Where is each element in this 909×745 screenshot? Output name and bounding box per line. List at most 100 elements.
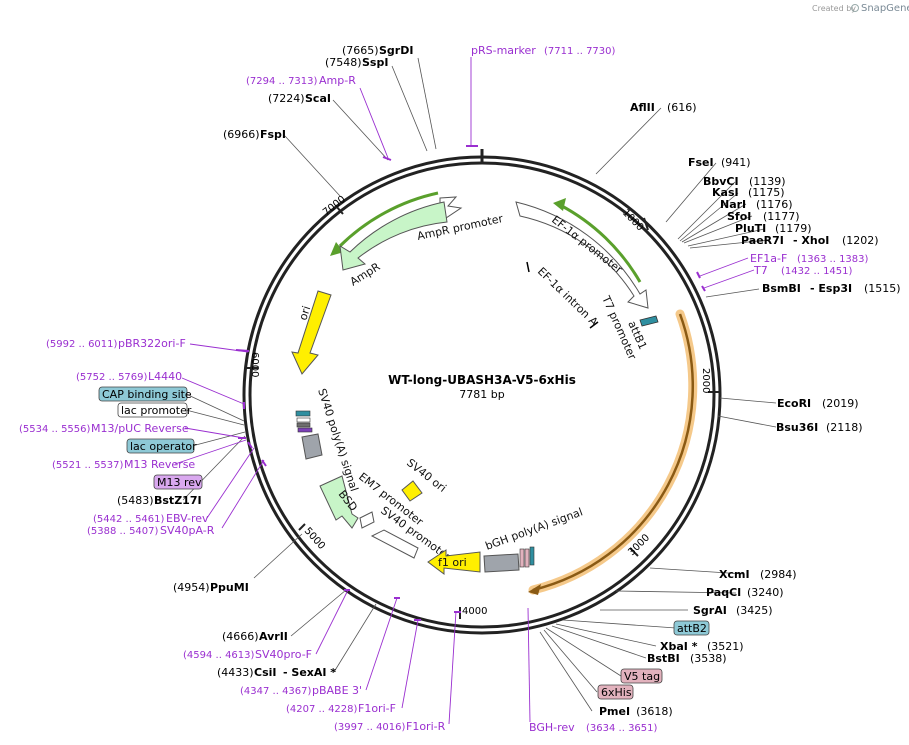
- svg-text:M13 Reverse: M13 Reverse: [124, 458, 195, 471]
- insert-arc-core: [532, 313, 694, 592]
- primer-amp-r: (7294 .. 7313) Amp-R: [246, 74, 356, 87]
- svg-text:SV40pro-F: SV40pro-F: [255, 648, 312, 661]
- svg-text:BstBI: BstBI: [647, 652, 680, 665]
- svg-text:lac operator: lac operator: [130, 440, 197, 453]
- insert-arc: [528, 309, 698, 595]
- site-fspi: (6966) FspI: [223, 128, 286, 141]
- svg-text:EF1a-F: EF1a-F: [750, 252, 787, 265]
- svg-text:(4207 .. 4228): (4207 .. 4228): [286, 704, 358, 715]
- primer-prs-marker: pRS-marker (7711 .. 7730): [471, 44, 616, 57]
- tick-5000: 5000: [298, 523, 327, 552]
- site-sspi: (7548) SspI: [325, 56, 388, 69]
- sv40-ori-box: [401, 480, 423, 502]
- bgh-polya-box: [483, 553, 520, 573]
- bgh-polya-label: bGH poly(A) signal: [484, 505, 585, 552]
- site-nari: NarI (1176): [720, 198, 793, 211]
- svg-text:EBV-rev: EBV-rev: [166, 512, 209, 525]
- svg-text:EcoRI: EcoRI: [777, 397, 811, 410]
- svg-text:XcmI: XcmI: [719, 568, 750, 581]
- svg-text:pRS-marker: pRS-marker: [471, 44, 536, 57]
- svg-text:attB2: attB2: [677, 622, 707, 635]
- boxed-lac-operator: lac operator: [126, 438, 197, 454]
- svg-text:PaeR7I: PaeR7I: [741, 234, 784, 247]
- svg-text:PaqCI: PaqCI: [706, 586, 741, 599]
- svg-text:(5752 .. 5769): (5752 .. 5769): [76, 372, 148, 383]
- svg-text:pBABE 3': pBABE 3': [312, 684, 362, 697]
- svg-text:(1139): (1139): [749, 175, 786, 188]
- svg-text:(7294 .. 7313): (7294 .. 7313): [246, 76, 318, 87]
- boxed-6xhis: 6xHis: [597, 684, 634, 700]
- svg-text:(6966): (6966): [223, 128, 260, 141]
- primer-pbabe-3: (4347 .. 4367) pBABE 3': [240, 684, 362, 697]
- svg-text:(616): (616): [667, 101, 697, 114]
- svg-text:Bsu36I: Bsu36I: [776, 421, 818, 434]
- svg-text:L4440: L4440: [148, 370, 182, 383]
- ef1a-green-arrow: [559, 203, 642, 283]
- site-bstbi: BstBI (3538): [647, 652, 727, 665]
- svg-text:BGH-rev: BGH-rev: [529, 721, 575, 734]
- f1-ori-arrow: [427, 549, 481, 575]
- boxed-attb2: attB2: [673, 620, 710, 636]
- ef1a-intron-marker: [526, 261, 599, 329]
- svg-text:M13/pUC Reverse: M13/pUC Reverse: [91, 422, 189, 435]
- primer-f1ori-f: (4207 .. 4228) F1ori-F: [286, 702, 396, 715]
- primer-m13-reverse: (5521 .. 5537) M13 Reverse: [52, 458, 195, 471]
- primer-t7: T7 (1432 .. 1451): [753, 264, 853, 277]
- svg-text:CAP binding site: CAP binding site: [102, 388, 192, 401]
- svg-text:SgrAI: SgrAI: [693, 604, 727, 617]
- svg-text:BsmBI: BsmBI: [762, 282, 801, 295]
- svg-text:(7665): (7665): [342, 44, 379, 57]
- insert-arrow-head: [528, 584, 541, 595]
- svg-text:(3618): (3618): [636, 705, 673, 718]
- svg-text:V5 tag: V5 tag: [624, 670, 660, 683]
- site-bsmbi-esp3i: BsmBI - Esp3I (1515): [762, 282, 901, 295]
- svg-text:5000: 5000: [302, 526, 327, 552]
- ori-label: ori: [296, 304, 313, 322]
- svg-text:(3425): (3425): [736, 604, 773, 617]
- svg-text:(1432 .. 1451): (1432 .. 1451): [781, 266, 853, 277]
- svg-text:T7: T7: [753, 264, 768, 277]
- left-cluster-marks: [295, 410, 313, 433]
- site-kasi: KasI (1175): [712, 186, 785, 199]
- site-aflii: AflII (616): [630, 101, 697, 114]
- svg-text:PpuMI: PpuMI: [210, 581, 249, 594]
- boxed-m13-rev: M13 rev: [153, 474, 203, 490]
- sv40-polya-label: SV40 poly(A) signal: [315, 387, 361, 493]
- svg-text:(7711 .. 7730): (7711 .. 7730): [544, 46, 616, 57]
- svg-text:(5534 .. 5556): (5534 .. 5556): [19, 424, 91, 435]
- svg-text:4000: 4000: [462, 606, 487, 617]
- svg-text:(5442 .. 5461): (5442 .. 5461): [93, 514, 165, 525]
- attb1-box: [639, 315, 659, 327]
- sv40-promoter-arrow: [370, 529, 419, 559]
- svg-text:PluTI: PluTI: [735, 222, 766, 235]
- primer-ef1a-f: EF1a-F (1363 .. 1383): [750, 252, 869, 265]
- svg-text:(3997 .. 4016): (3997 .. 4016): [334, 722, 406, 733]
- svg-text:F1ori-R: F1ori-R: [406, 720, 446, 733]
- credit-prefix: Created by: [812, 4, 856, 13]
- svg-text:(3538): (3538): [690, 652, 727, 665]
- boxed-v5-tag: V5 tag: [620, 668, 663, 684]
- svg-text:(5521 .. 5537): (5521 .. 5537): [52, 460, 124, 471]
- site-pmei: PmeI (3618): [599, 705, 673, 718]
- site-pluti: PluTI (1179): [735, 222, 812, 235]
- svg-text:AflII: AflII: [630, 101, 655, 114]
- plasmid-name: WT-long-UBASH3A-V5-6xHis: [388, 373, 576, 387]
- primer-bgh-rev: BGH-rev (3634 .. 3651): [529, 721, 658, 734]
- svg-text:(7224): (7224): [268, 92, 305, 105]
- svg-text:FspI: FspI: [260, 128, 286, 141]
- svg-text:(1363 .. 1383): (1363 .. 1383): [797, 254, 869, 265]
- site-sgrdi: (7665) SgrDI: [342, 44, 413, 57]
- site-avrii: (4666) AvrII: [222, 630, 288, 643]
- sv40-polya-box: [301, 433, 323, 460]
- primer-ticks: [235, 145, 706, 621]
- snapgene-logo-icon: [851, 4, 859, 12]
- boxed-lac-promoter: lac promoter: [117, 402, 192, 418]
- svg-text:(2019): (2019): [822, 397, 859, 410]
- site-ecori: EcoRI (2019): [777, 397, 859, 410]
- plasmid-size: 7781 bp: [459, 388, 504, 401]
- site-bsu36i: Bsu36I (2118): [776, 421, 863, 434]
- site-ppumi: (4954) PpuMI: [173, 581, 249, 594]
- svg-text:SV40pA-R: SV40pA-R: [160, 524, 215, 537]
- svg-text:(1177): (1177): [763, 210, 800, 223]
- svg-text:(5992 .. 6011): (5992 .. 6011): [46, 339, 118, 350]
